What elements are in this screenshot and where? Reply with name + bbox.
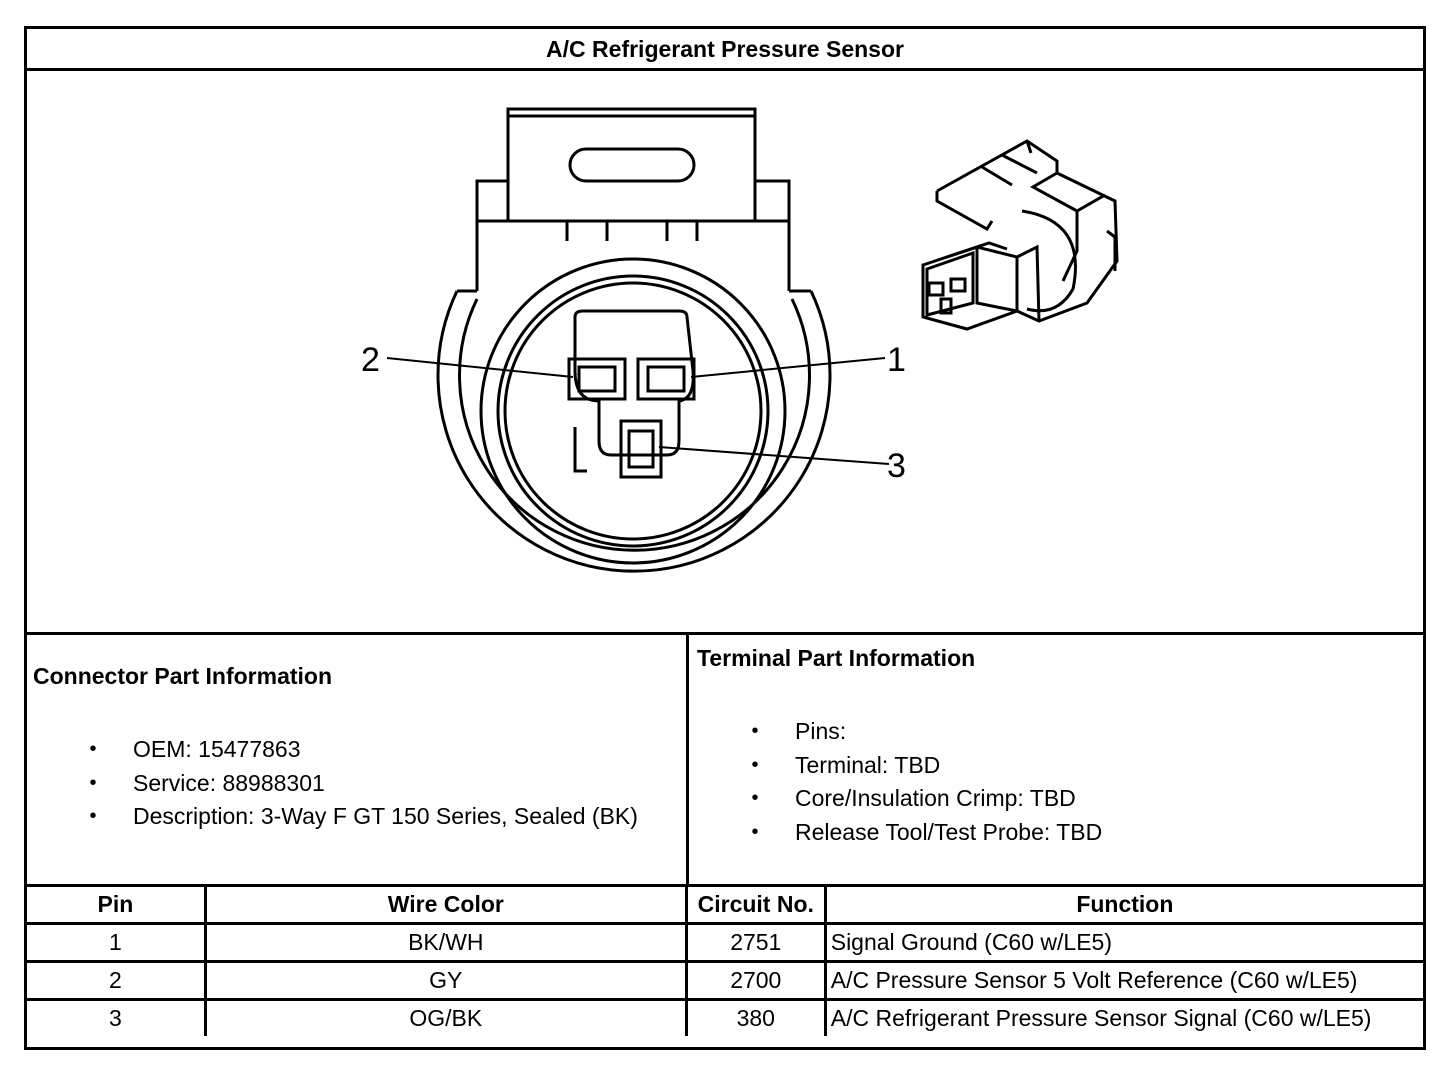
list-item: •Terminal: TBD <box>745 749 1102 783</box>
table-row: 3 OG/BK 380 A/C Refrigerant Pressure Sen… <box>27 998 1423 1036</box>
cell-function: A/C Refrigerant Pressure Sensor Signal (… <box>823 998 1423 1036</box>
pin-leader-lines <box>386 357 890 465</box>
connector-face-view: 2 1 3 <box>361 107 1119 573</box>
cell-function: Signal Ground (C60 w/LE5) <box>823 922 1423 963</box>
cell-wire-color: GY <box>203 960 688 1001</box>
cell-circuit-no: 2751 <box>684 922 827 963</box>
table-row: 2 GY 2700 A/C Pressure Sensor 5 Volt Ref… <box>27 960 1423 1001</box>
terminal-part-info: Terminal Part Information •Pins: •Termin… <box>689 635 1426 887</box>
pin-label-2: 2 <box>361 341 380 379</box>
bullet-icon: • <box>89 805 97 827</box>
list-item: •Description: 3-Way F GT 150 Series, Sea… <box>83 800 637 834</box>
bullet-icon: • <box>751 720 759 742</box>
list-item: •Pins: <box>745 715 1102 749</box>
list-item: •OEM: 15477863 <box>83 733 638 767</box>
terminal-info-list: •Pins: •Terminal: TBD •Core/Insulation C… <box>745 715 1102 849</box>
table-row: 1 BK/WH 2751 Signal Ground (C60 w/LE5) <box>27 922 1423 963</box>
cell-function: A/C Pressure Sensor 5 Volt Reference (C6… <box>823 960 1423 1001</box>
bullet-icon: • <box>751 787 759 809</box>
cell-wire-color: BK/WH <box>203 922 688 963</box>
connector-part-info: Connector Part Information •OEM: 1547786… <box>27 635 689 887</box>
pin-table: Pin Wire Color Circuit No. Function 1 BK… <box>27 884 1423 1036</box>
connector-sheet: A/C Refrigerant Pressure Sensor <box>24 26 1426 1050</box>
bullet-icon: • <box>751 820 759 843</box>
cell-pin: 2 <box>27 960 207 1001</box>
header-pin: Pin <box>27 884 207 925</box>
connector-body <box>436 107 832 573</box>
list-item: •Release Tool/Test Probe: TBD <box>745 816 1102 850</box>
table-header-row: Pin Wire Color Circuit No. Function <box>27 884 1423 925</box>
cell-pin: 1 <box>27 922 207 963</box>
pin-label-3: 3 <box>887 447 906 485</box>
list-item: •Core/Insulation Crimp: TBD <box>745 782 1102 816</box>
cell-circuit-no: 2700 <box>684 960 827 1001</box>
cell-wire-color: OG/BK <box>203 998 688 1036</box>
connector-info-heading: Connector Part Information <box>33 663 333 689</box>
sheet-title: A/C Refrigerant Pressure Sensor <box>27 29 1423 71</box>
header-wire-color: Wire Color <box>203 884 688 925</box>
connector-info-list: •OEM: 15477863 •Service: 88988301 •Descr… <box>83 733 638 834</box>
list-item: •Service: 88988301 <box>83 767 638 801</box>
bullet-icon: • <box>89 738 97 760</box>
header-function: Function <box>823 884 1423 925</box>
terminal-info-heading: Terminal Part Information <box>697 645 976 671</box>
header-circuit-no: Circuit No. <box>684 884 827 925</box>
pin-label-1: 1 <box>887 341 906 379</box>
bullet-icon: • <box>751 753 759 776</box>
connector-isometric-icon <box>921 139 1119 331</box>
bullet-icon: • <box>89 771 97 794</box>
connector-diagram: 2 1 3 <box>27 71 1423 635</box>
cell-pin: 3 <box>27 998 207 1036</box>
cell-circuit-no: 380 <box>684 998 827 1036</box>
